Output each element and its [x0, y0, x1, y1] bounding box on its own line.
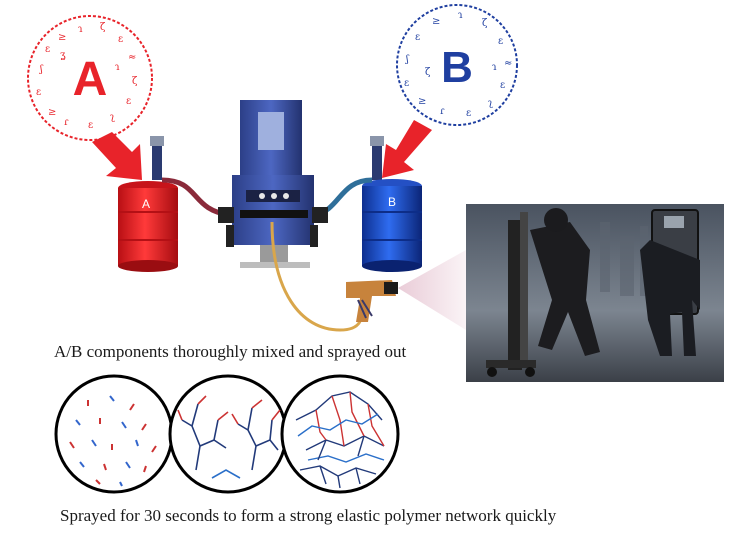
svg-text:≈: ≈ [128, 52, 136, 63]
network-stage-2 [170, 376, 286, 492]
spray-gun-icon [346, 280, 398, 322]
svg-text:ɿ: ɿ [78, 24, 83, 35]
svg-text:ɿ: ɿ [458, 10, 463, 21]
svg-text:ɿ: ɿ [115, 62, 120, 73]
svg-text:ɾ: ɾ [440, 106, 445, 117]
svg-text:≥: ≥ [58, 32, 66, 43]
svg-text:ε: ε [500, 80, 505, 91]
svg-text:ʅ: ʅ [488, 98, 493, 109]
svg-text:ζ: ζ [100, 22, 106, 33]
svg-text:ɾ: ɾ [64, 117, 69, 128]
svg-text:≈: ≈ [504, 58, 512, 69]
svg-text:ε: ε [466, 108, 471, 119]
arrow-down-left-icon [382, 120, 432, 178]
tank-b-label: B [388, 195, 396, 209]
caption-mix-spray: A/B components thoroughly mixed and spra… [54, 342, 406, 362]
svg-text:ʅ: ʅ [110, 112, 115, 123]
svg-text:ε: ε [404, 78, 409, 89]
svg-text:ʓ: ʓ [60, 50, 66, 61]
network-stage-3 [282, 376, 398, 492]
svg-text:ε: ε [118, 34, 123, 45]
riot-shield-photo [466, 204, 724, 382]
svg-text:ζ: ζ [132, 76, 138, 87]
svg-text:≥: ≥ [418, 96, 426, 107]
svg-text:ε: ε [415, 32, 420, 43]
svg-text:ε: ε [45, 44, 50, 55]
svg-text:ζ: ζ [425, 67, 431, 78]
svg-text:ζ: ζ [482, 18, 488, 29]
svg-text:ε: ε [88, 120, 93, 131]
svg-text:ε: ε [36, 87, 41, 98]
svg-text:ε: ε [498, 36, 503, 47]
svg-text:≥: ≥ [48, 107, 56, 118]
arrow-down-right-icon [92, 132, 142, 180]
component-a-label: A [73, 53, 108, 106]
component-b-label: B [441, 43, 473, 92]
caption-polymer-network: Sprayed for 30 seconds to form a strong … [60, 506, 556, 526]
network-stage-1 [56, 376, 172, 492]
tank-a-label: A [142, 197, 150, 211]
svg-text:ε: ε [126, 96, 131, 107]
svg-text:ɿ: ɿ [492, 62, 497, 73]
svg-text:≥: ≥ [432, 16, 440, 27]
